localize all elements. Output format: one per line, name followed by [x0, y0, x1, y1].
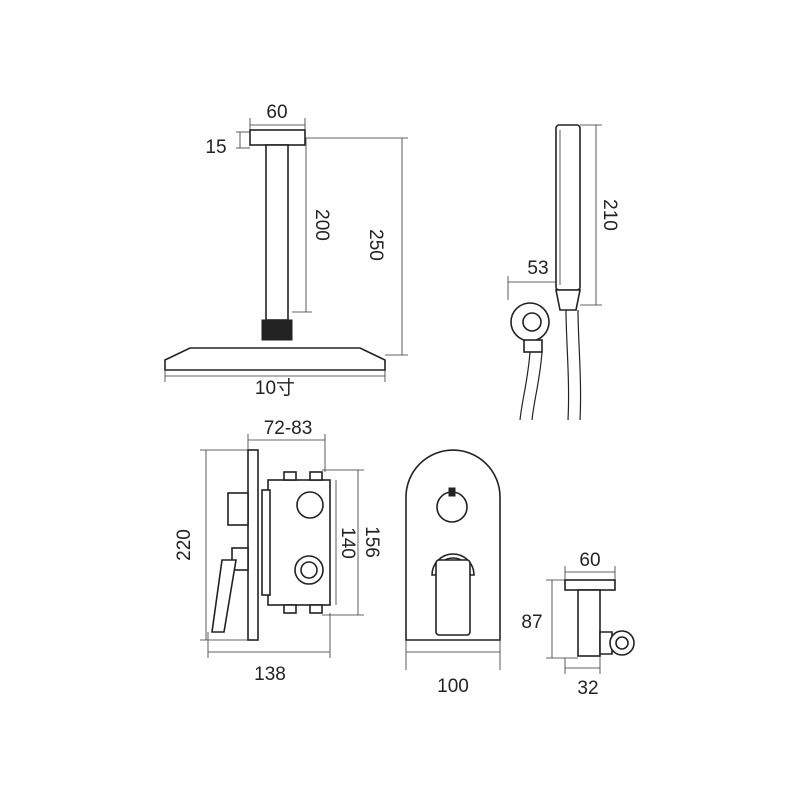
hand-shower-view: 210 53 [507, 124, 620, 421]
mixer-front-view: 100 [405, 449, 501, 697]
hose [519, 351, 543, 421]
dim-head-size: 10寸 [255, 377, 295, 399]
dim-plate-height: 220 [174, 529, 195, 561]
dim-holder-height: 87 [521, 612, 542, 633]
mixer-lever-side [211, 559, 237, 633]
dim-holder-width: 60 [579, 550, 600, 571]
dim-arm-top-width: 60 [266, 102, 287, 123]
ceiling-plate [249, 129, 306, 146]
dim-arm-length: 200 [311, 209, 332, 241]
dim-total-depth: 138 [254, 664, 286, 685]
dim-holder-offset: 53 [527, 258, 548, 279]
wall-holder-view: 60 87 32 [521, 550, 635, 699]
holder-body [577, 589, 601, 657]
shower-head [164, 347, 386, 371]
shower-arm [265, 144, 289, 321]
diverter-knob [227, 492, 249, 526]
dim-total-height: 250 [365, 229, 386, 261]
mixer-lever-front [435, 559, 471, 636]
wall-plate [247, 449, 259, 641]
dim-holder-depth: 32 [577, 678, 598, 699]
dim-box-outer-height: 156 [361, 526, 382, 558]
dim-hand-shower-length: 210 [599, 199, 620, 231]
shower-arm-view: 60 15 200 250 10寸 [164, 102, 408, 399]
holder-plate [564, 579, 616, 591]
mixer-side-view: 72-83 220 140 156 138 [174, 418, 382, 685]
front-plate [405, 449, 501, 641]
dim-box-height: 140 [337, 527, 358, 559]
dim-plate-height: 15 [205, 137, 226, 158]
dim-mixer-depth: 72-83 [264, 418, 313, 439]
dim-front-width: 100 [437, 676, 469, 697]
arm-nut [261, 319, 293, 341]
